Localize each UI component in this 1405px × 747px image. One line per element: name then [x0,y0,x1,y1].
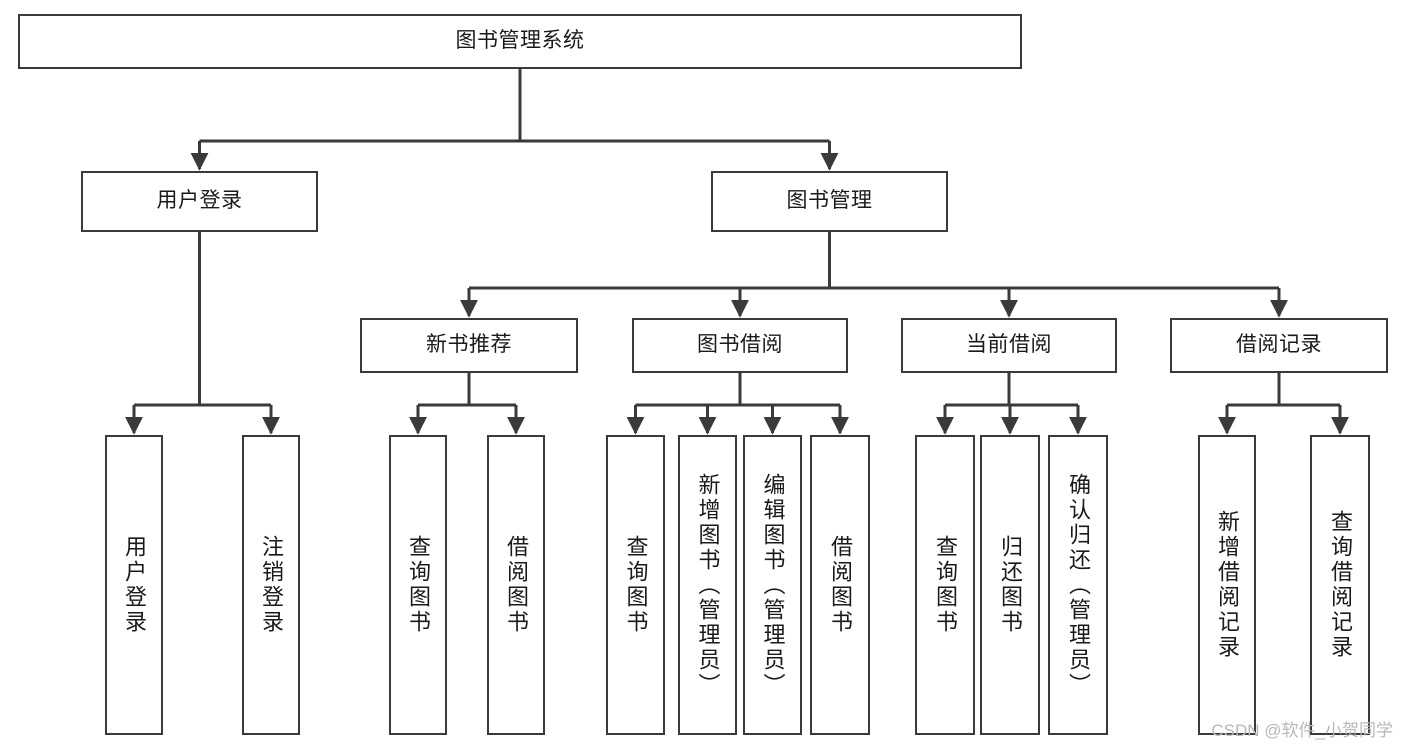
leaf-logout-label: 注销登录 [259,535,284,635]
leaf-edit-book[interactable]: 编辑图书（管理员） [743,435,802,735]
node-book-borrow-label: 图书借阅 [697,333,783,357]
node-user-login[interactable]: 用户登录 [81,171,318,232]
leaf-query-book-3[interactable]: 查询图书 [915,435,975,735]
leaf-return-book-label: 归还图书 [998,535,1023,635]
node-book-borrow[interactable]: 图书借阅 [632,318,848,373]
leaf-borrow-book-2[interactable]: 借阅图书 [810,435,870,735]
leaf-query-borrow-record[interactable]: 查询借阅记录 [1310,435,1370,735]
leaf-borrow-book-2-label: 借阅图书 [828,535,853,635]
leaf-add-book[interactable]: 新增图书（管理员） [678,435,737,735]
leaf-add-borrow-record[interactable]: 新增借阅记录 [1198,435,1256,735]
leaf-add-borrow-record-label: 新增借阅记录 [1215,510,1240,660]
node-borrow-record-label: 借阅记录 [1236,333,1322,357]
leaf-query-book-3-label: 查询图书 [933,535,958,635]
node-book-manage[interactable]: 图书管理 [711,171,948,232]
node-user-login-label: 用户登录 [156,189,243,213]
node-book-manage-label: 图书管理 [786,189,873,213]
node-root[interactable]: 图书管理系统 [18,14,1022,69]
leaf-confirm-return-label: 确认归还（管理员） [1066,472,1091,698]
leaf-user-login[interactable]: 用户登录 [105,435,163,735]
edge-group [125,69,1349,435]
node-current-borrow-label: 当前借阅 [966,333,1052,357]
leaf-return-book[interactable]: 归还图书 [980,435,1040,735]
leaf-logout[interactable]: 注销登录 [242,435,300,735]
leaf-confirm-return[interactable]: 确认归还（管理员） [1048,435,1108,735]
node-borrow-record[interactable]: 借阅记录 [1170,318,1388,373]
leaf-borrow-book-1-label: 借阅图书 [504,535,529,635]
leaf-user-login-label: 用户登录 [122,535,147,635]
node-new-book-recommend[interactable]: 新书推荐 [360,318,578,373]
leaf-add-book-label: 新增图书（管理员） [695,472,721,698]
leaf-query-book-2[interactable]: 查询图书 [606,435,665,735]
leaf-query-book-1-label: 查询图书 [406,535,431,635]
node-current-borrow[interactable]: 当前借阅 [901,318,1117,373]
leaf-edit-book-label: 编辑图书（管理员） [760,472,786,698]
leaf-borrow-book-1[interactable]: 借阅图书 [487,435,545,735]
leaf-query-book-1[interactable]: 查询图书 [389,435,447,735]
leaf-query-borrow-record-label: 查询借阅记录 [1328,510,1353,660]
node-new-book-recommend-label: 新书推荐 [426,333,512,357]
leaf-query-book-2-label: 查询图书 [623,535,649,635]
node-root-label: 图书管理系统 [455,29,585,53]
